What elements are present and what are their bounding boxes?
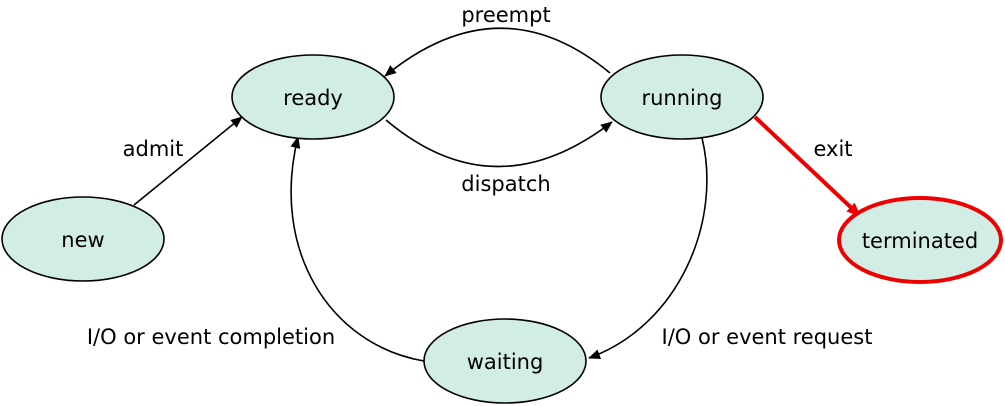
- preempt-label: preempt: [461, 3, 550, 27]
- exit-arrow: [753, 115, 862, 218]
- admit-label: admit: [123, 137, 184, 161]
- admit-arrow: [133, 116, 243, 206]
- preempt-arrow: [384, 27, 611, 77]
- state-ready: ready: [231, 54, 395, 140]
- state-terminated: terminated: [837, 196, 1003, 284]
- io-request-arrow: [588, 137, 708, 359]
- state-ready-label: ready: [283, 86, 343, 110]
- state-waiting: waiting: [423, 318, 587, 404]
- state-running: running: [600, 54, 764, 140]
- state-running-label: running: [641, 86, 722, 110]
- dispatch-arrow: [385, 119, 613, 168]
- state-terminated-label: terminated: [862, 229, 978, 253]
- state-new-label: new: [61, 228, 104, 252]
- exit-label: exit: [813, 137, 852, 161]
- io-request-label: I/O or event request: [662, 325, 873, 349]
- io-completion-arrow: [290, 136, 425, 362]
- state-waiting-label: waiting: [467, 350, 544, 374]
- state-new: new: [1, 196, 165, 282]
- dispatch-label: dispatch: [461, 172, 550, 196]
- io-completion-label: I/O or event completion: [87, 325, 335, 349]
